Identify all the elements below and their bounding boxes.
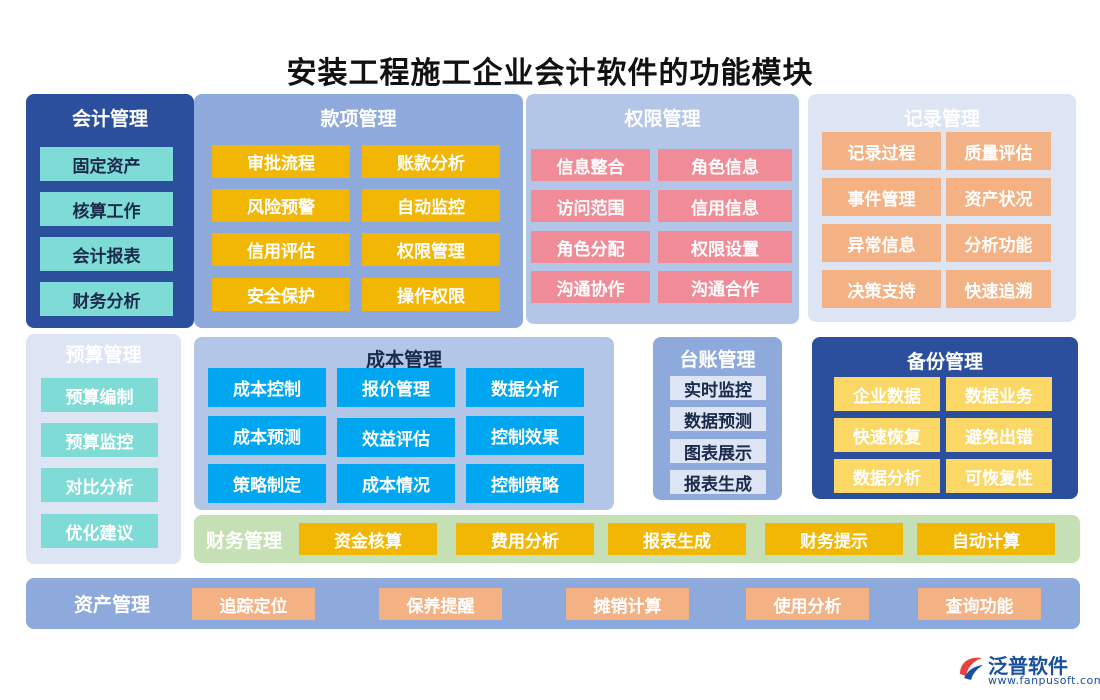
module-title: 权限管理 [624, 108, 701, 130]
module-item: 权限管理 [362, 233, 500, 266]
module-budget: 预算管理 预算编制 预算监控 对比分析 优化建议 [26, 334, 181, 564]
module-item: 访问范围 [531, 190, 650, 222]
module-item: 自动计算 [917, 523, 1055, 555]
module-item: 财务分析 [40, 282, 173, 316]
module-title: 台账管理 [679, 349, 756, 371]
module-item: 成本情况 [337, 464, 455, 503]
module-item: 效益评估 [337, 418, 455, 457]
module-item: 报表生成 [608, 523, 746, 555]
module-finance: 财务管理 资金核算 费用分析 报表生成 财务提示 自动计算 [194, 515, 1080, 563]
module-title: 资产管理 [74, 594, 151, 616]
module-item: 信用信息 [658, 190, 792, 222]
module-title: 财务管理 [206, 529, 283, 552]
module-item: 优化建议 [41, 514, 158, 548]
module-item: 保养提醒 [379, 588, 502, 620]
module-item: 成本控制 [208, 368, 326, 407]
module-item: 权限设置 [658, 231, 792, 263]
module-accounting: 会计管理 固定资产 核算工作 会计报表 财务分析 [26, 94, 194, 328]
module-payment: 款项管理 审批流程 账款分析 风险预警 自动监控 信用评估 权限管理 安全保护 … [194, 94, 523, 328]
module-item: 决策支持 [822, 270, 941, 308]
module-item: 角色分配 [531, 231, 650, 263]
module-item: 信用评估 [212, 233, 350, 266]
module-item: 风险预警 [212, 189, 350, 222]
module-item: 数据分析 [834, 459, 940, 493]
module-item: 快速追溯 [946, 270, 1051, 308]
page-title: 安装工程施工企业会计软件的功能模块 [286, 56, 814, 91]
module-permission: 权限管理 信息整合 角色信息 访问范围 信用信息 角色分配 权限设置 沟通协作 … [526, 94, 799, 324]
module-item: 资产状况 [946, 178, 1051, 216]
module-item: 报价管理 [337, 368, 455, 407]
module-title: 款项管理 [320, 108, 397, 130]
module-item: 快速恢复 [834, 418, 940, 452]
module-title: 会计管理 [71, 108, 148, 130]
brand-url: www.fanpusoft.com [988, 674, 1100, 687]
module-item: 账款分析 [362, 145, 500, 178]
module-item: 数据预测 [669, 406, 767, 432]
module-item: 可恢复性 [946, 459, 1052, 493]
fanpu-logo-icon [960, 657, 983, 680]
module-item: 固定资产 [40, 147, 173, 181]
module-item: 实时监控 [669, 375, 767, 401]
module-item: 角色信息 [658, 149, 792, 181]
module-item: 沟通协作 [531, 271, 650, 303]
module-item: 分析功能 [946, 224, 1051, 262]
module-item: 控制策略 [466, 464, 584, 503]
module-ledger: 台账管理 实时监控 数据预测 图表展示 报表生成 [653, 337, 782, 500]
module-item: 资金核算 [299, 523, 437, 555]
module-title: 成本管理 [365, 349, 442, 371]
module-item: 异常信息 [822, 224, 941, 262]
module-title: 备份管理 [906, 351, 983, 373]
module-item: 费用分析 [456, 523, 594, 555]
module-item: 使用分析 [746, 588, 869, 620]
module-item: 企业数据 [834, 377, 940, 411]
module-title: 记录管理 [903, 108, 980, 130]
module-item: 预算编制 [41, 378, 158, 412]
module-backup: 备份管理 企业数据 数据业务 快速恢复 避免出错 数据分析 可恢复性 [812, 337, 1078, 499]
module-item: 质量评估 [946, 132, 1051, 170]
module-item: 查询功能 [918, 588, 1041, 620]
module-item: 图表展示 [669, 438, 767, 464]
module-item: 安全保护 [212, 278, 350, 311]
module-item: 报表生成 [669, 469, 767, 495]
module-item: 避免出错 [946, 418, 1052, 452]
module-item: 数据业务 [946, 377, 1052, 411]
module-item: 会计报表 [40, 237, 173, 271]
module-item: 财务提示 [765, 523, 903, 555]
module-item: 摊销计算 [566, 588, 689, 620]
module-item: 信息整合 [531, 149, 650, 181]
brand-logo: 泛普软件 www.fanpusoft.com [956, 648, 1100, 692]
module-item: 策略制定 [208, 464, 326, 503]
module-item: 记录过程 [822, 132, 941, 170]
module-title: 预算管理 [65, 344, 142, 366]
module-item: 追踪定位 [192, 588, 315, 620]
module-item: 对比分析 [41, 468, 158, 502]
module-cost: 成本管理 成本控制 报价管理 数据分析 成本预测 效益评估 控制效果 策略制定 … [194, 337, 614, 510]
brand-name: 泛普软件 [988, 654, 1068, 678]
module-item: 沟通合作 [658, 271, 792, 303]
module-item: 数据分析 [466, 368, 584, 407]
module-item: 操作权限 [362, 278, 500, 311]
module-records: 记录管理 记录过程 质量评估 事件管理 资产状况 异常信息 分析功能 决策支持 … [808, 94, 1076, 322]
module-item: 预算监控 [41, 423, 158, 457]
module-item: 控制效果 [466, 416, 584, 455]
module-item: 核算工作 [40, 192, 173, 226]
module-item: 审批流程 [212, 145, 350, 178]
module-item: 成本预测 [208, 416, 326, 455]
module-assets: 资产管理 追踪定位 保养提醒 摊销计算 使用分析 查询功能 [26, 578, 1080, 629]
module-item: 自动监控 [362, 189, 500, 222]
module-item: 事件管理 [822, 178, 941, 216]
